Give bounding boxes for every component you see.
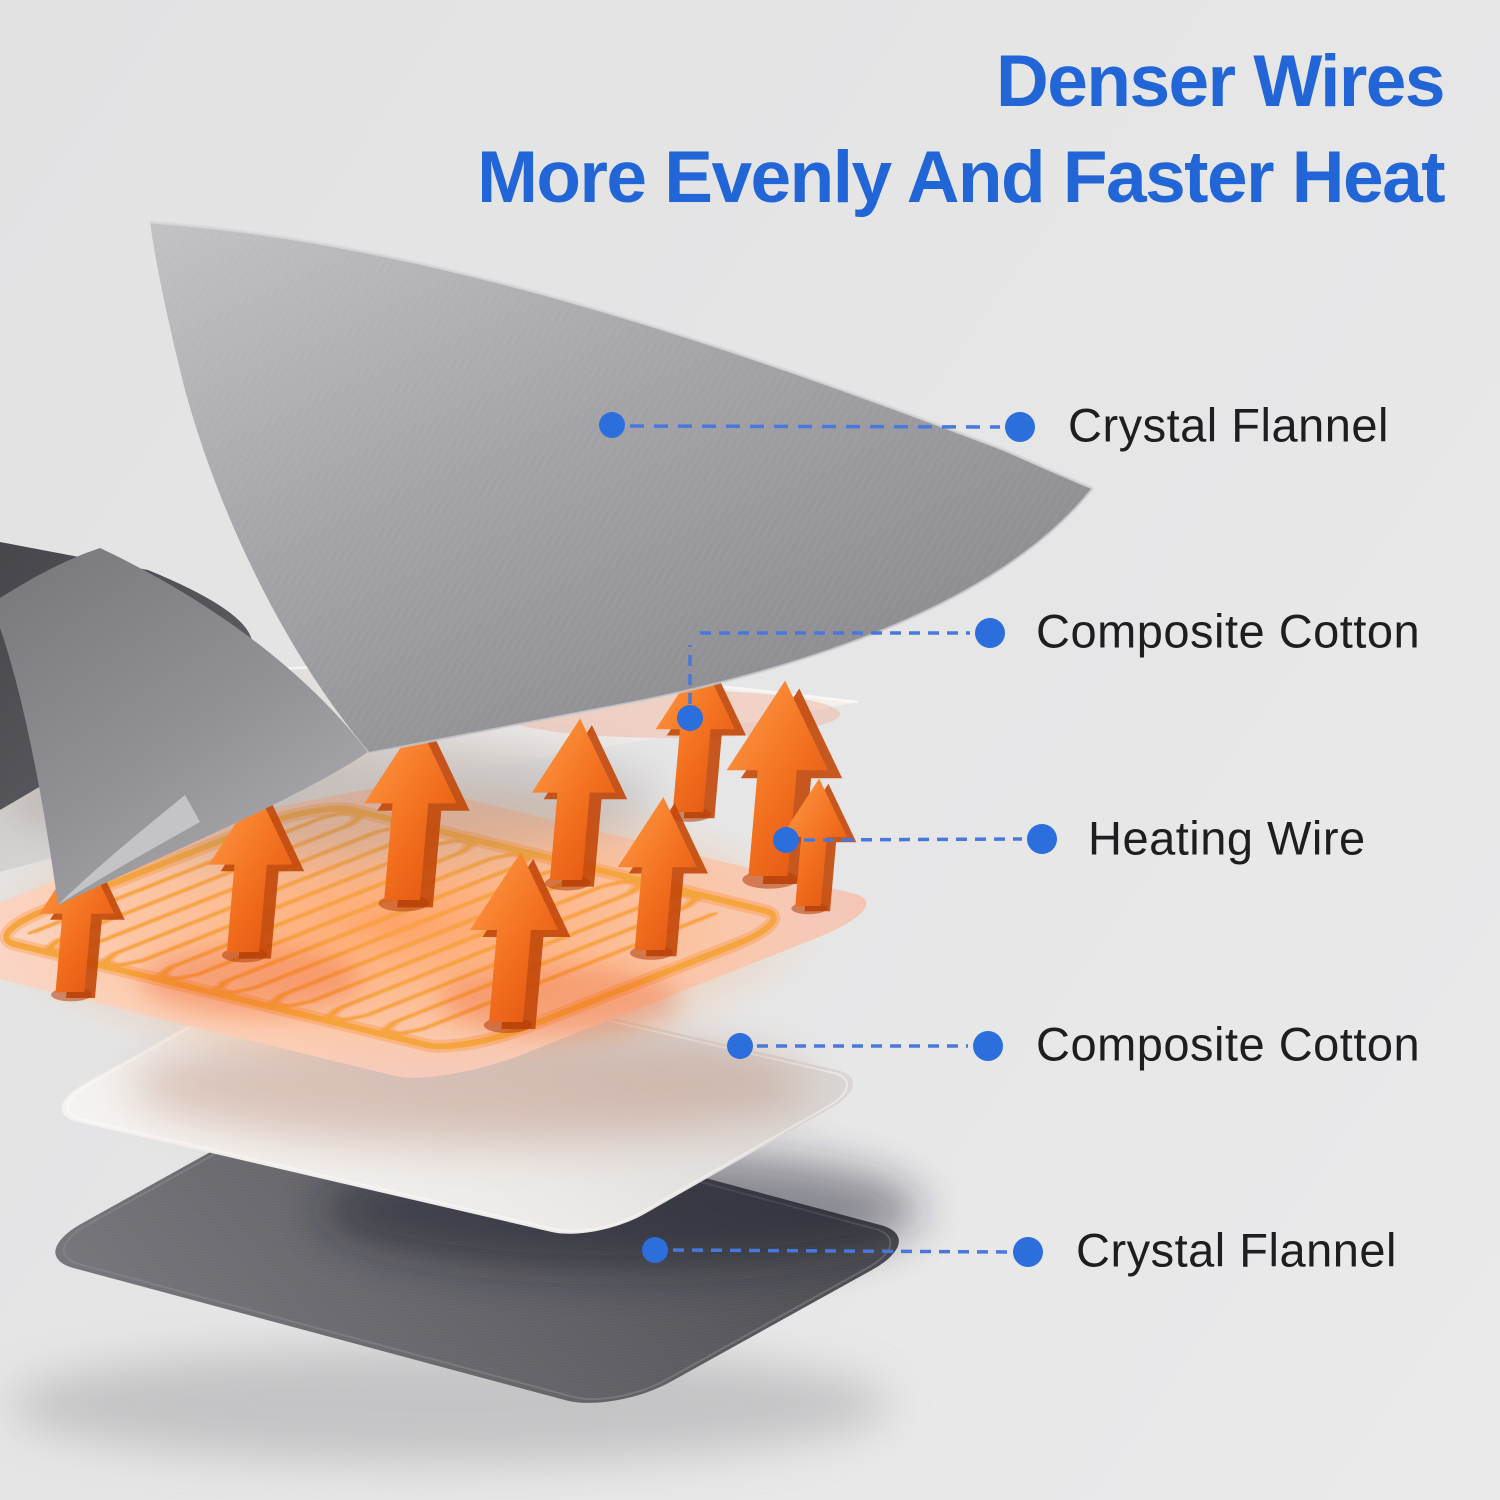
callout-crystal-flannel-top (599, 412, 1035, 442)
title-line-1: Denser Wires (996, 41, 1445, 122)
heat-spot (140, 946, 360, 1014)
callout-crystal-flannel-bottom (642, 1237, 1043, 1267)
label-crystal-flannel-bottom: Crystal Flannel (1076, 1223, 1397, 1277)
title-line-2: More Evenly And Faster Heat (477, 137, 1445, 219)
flannel-underside (0, 548, 368, 905)
label-crystal-flannel-top: Crystal Flannel (1068, 398, 1389, 452)
label-dot (975, 618, 1005, 648)
label-composite-cotton-top: Composite Cotton (1036, 604, 1421, 658)
label-dot (1005, 412, 1035, 442)
callout-heating-wire (773, 824, 1057, 854)
label-heating-wire: Heating Wire (1088, 811, 1366, 865)
label-dot (1027, 824, 1057, 854)
layer-marker-dot (677, 705, 703, 731)
callout-composite-cotton-top (677, 618, 1005, 731)
crystal-flannel-top-layer (149, 220, 1094, 755)
layer-marker-dot (727, 1033, 753, 1059)
heat-spot (440, 966, 680, 1034)
layer-marker-dot (599, 412, 625, 438)
label-dot (1013, 1237, 1043, 1267)
layer-marker-dot (773, 827, 799, 853)
page-title: Denser Wires More Evenly And Faster Heat (477, 34, 1445, 227)
layer-marker-dot (642, 1237, 668, 1263)
callout-composite-cotton-bottom (727, 1031, 1003, 1061)
label-dot (973, 1031, 1003, 1061)
label-composite-cotton-bottom: Composite Cotton (1036, 1017, 1421, 1071)
